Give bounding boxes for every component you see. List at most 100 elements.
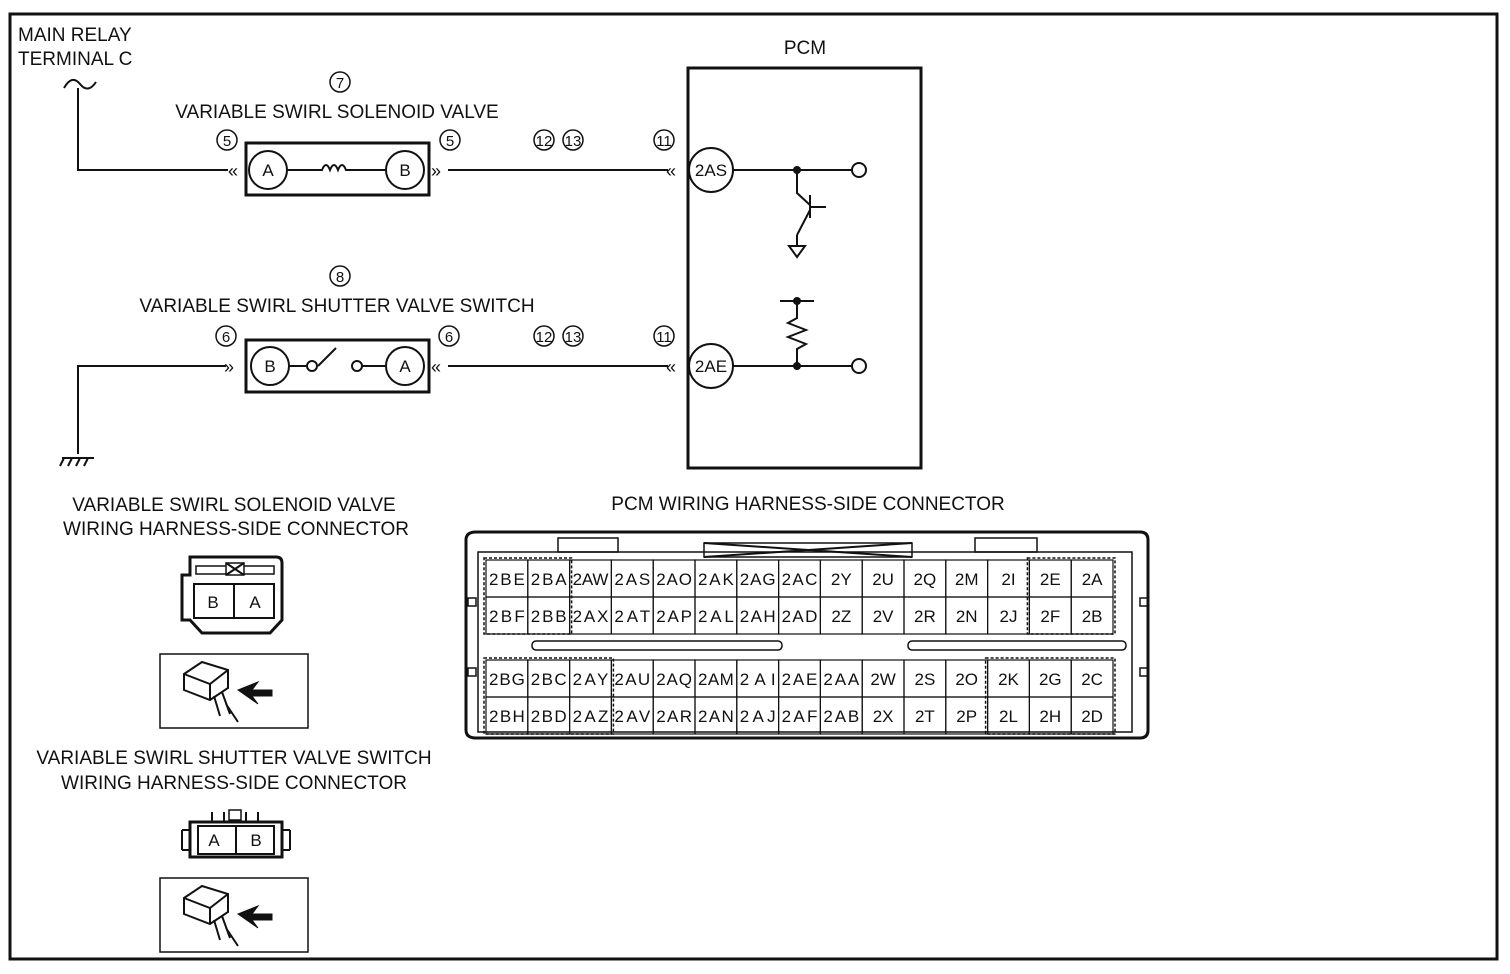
pcm-pin-label: 2Y [831,570,852,589]
pcm-label: PCM [784,38,826,59]
solenoid-connector-face [180,555,284,635]
switch-connector-pin-1: A [208,831,220,850]
pcm-pin-label: 2AW [573,570,609,589]
shutter-switch-label: VARIABLE SWIRL SHUTTER VALVE SWITCH [139,296,534,317]
diagram-frame [8,12,1499,961]
switch-contact-icon [289,347,386,367]
ref-12a: 12 [536,133,553,150]
coil-icon [287,164,386,173]
pin-group-outline [483,557,573,635]
terminal-open-bottom [851,358,867,374]
pcm-pin-label: 2AL [698,607,734,626]
pcm-pin-label: 2A [1082,570,1103,589]
pcm-pin-label: 2BB [531,607,567,626]
solenoid-connector-pin-2: A [249,593,261,612]
pcm-pin-label: 2W [870,670,896,689]
pcm-pin-label: 2AG [740,570,776,589]
ref-11a-circle [653,129,675,151]
pcm-pin-label: 2T [915,707,935,726]
switch-right-chevron-icon: « [431,357,441,377]
pcm-pin-label: 2C [1081,670,1103,689]
pcm-pin-label: 2AQ [656,670,692,689]
ref-7: 7 [336,75,344,92]
ref-13a: 13 [565,133,582,150]
wire-main-relay [77,88,228,171]
pcm-pin-label: 2AX [573,607,609,626]
ref-12a-circle [533,129,555,151]
pcm-pin-label: 2AC [782,570,818,589]
wire-ground [77,365,226,454]
solenoid-valve-box [244,141,431,197]
pcm-box [686,66,923,470]
ref-11b-circle [653,325,675,347]
pcm-pin-label: 2AM [698,670,734,689]
pcm-pin-label: 2I [1001,570,1015,589]
pcm-pin-label: 2AU [614,670,650,689]
switch-node-1 [306,360,318,372]
pcm-pin-label: 2B [1082,607,1103,626]
ref-12b-circle [533,325,555,347]
pcm-pin-label: 2AJ [740,707,776,726]
pcm-pin-label: 2H [1039,707,1061,726]
tilde-break-icon [63,78,97,90]
ref-5b-circle [439,129,461,151]
pcm-pin-label: 2E [1040,570,1061,589]
pcm-pin-label: 2BD [531,707,567,726]
switch-connector-pin-2: B [250,831,261,850]
pcm-pin-label: 2AT [614,607,650,626]
pullup-dot [793,297,801,305]
pcm-pin-label: 2J [1000,607,1018,626]
pcm-connector-housing [464,530,1150,740]
pcm-pin-label: 2Q [914,570,937,589]
resistor-icon [780,300,814,366]
pcm-left-chevron-icon-2: « [666,357,676,377]
ref-11b: 11 [656,329,672,346]
solenoid-valve-label: VARIABLE SWIRL SOLENOID VALVE [175,102,498,123]
pcm-connector-label: PCM WIRING HARNESS-SIDE CONNECTOR [611,494,1004,515]
pcm-pin-label: 2X [873,707,894,726]
pcm-pin-label: 2G [1039,670,1062,689]
shutter-switch-box [244,338,431,394]
ref-5a: 5 [223,133,231,150]
connector-view-icon-2 [159,877,309,953]
switch-left-chevron-icon: » [224,357,234,377]
solenoid-connector-pin-1: B [207,593,218,612]
pcm-pin-label: 2AZ [573,707,609,726]
terminal-open-top [851,162,867,178]
pcm-pin-label: 2AR [656,707,692,726]
pcm-pin-label: 2BA [531,570,567,589]
pcm-pin-label: 2Z [831,607,851,626]
connector-view-icon-1 [159,653,309,729]
pcm-pin-label: 2AI [740,670,776,689]
ref-8: 8 [336,269,344,286]
pcm-pin-label: 2AY [573,670,609,689]
pcm-pin-label: 2BH [489,707,525,726]
pcm-pin-label: 2AS [614,570,650,589]
pcm-pin-label: 2BE [489,570,525,589]
solenoid-pin-b: B [399,161,410,180]
pcm-pin-cell [1070,696,1114,735]
ref-8-circle [329,265,351,287]
main-relay-terminal-label: TERMINAL C [18,49,132,70]
pcm-pin-label: 2AA [823,670,859,689]
pcm-pin-label: 2BG [489,670,525,689]
pin-group-outline [1026,557,1116,635]
pcm-pin-label: 2AK [698,570,734,589]
pcm-pin-label: 2AD [782,607,818,626]
pcm-pin-2ae: 2AE [695,357,727,376]
solenoid-connector-label-2: WIRING HARNESS-SIDE CONNECTOR [63,519,409,540]
pcm-left-chevron-icon: « [666,161,676,181]
solenoid-pin-a: A [262,161,274,180]
pcm-pin-label: 2K [998,670,1019,689]
pcm-pin-label: 2P [956,707,977,726]
ref-11a: 11 [656,133,672,150]
pcm-pin-label: 2L [999,707,1018,726]
pcm-pin-label: 2V [873,607,894,626]
ref-5a-circle [216,129,238,151]
pcm-pin-label: 2BC [531,670,567,689]
pcm-pin-label: 2AF [782,707,818,726]
pcm-pin-label: 2N [956,607,978,626]
solenoid-connector-label-1: VARIABLE SWIRL SOLENOID VALVE [72,495,395,516]
